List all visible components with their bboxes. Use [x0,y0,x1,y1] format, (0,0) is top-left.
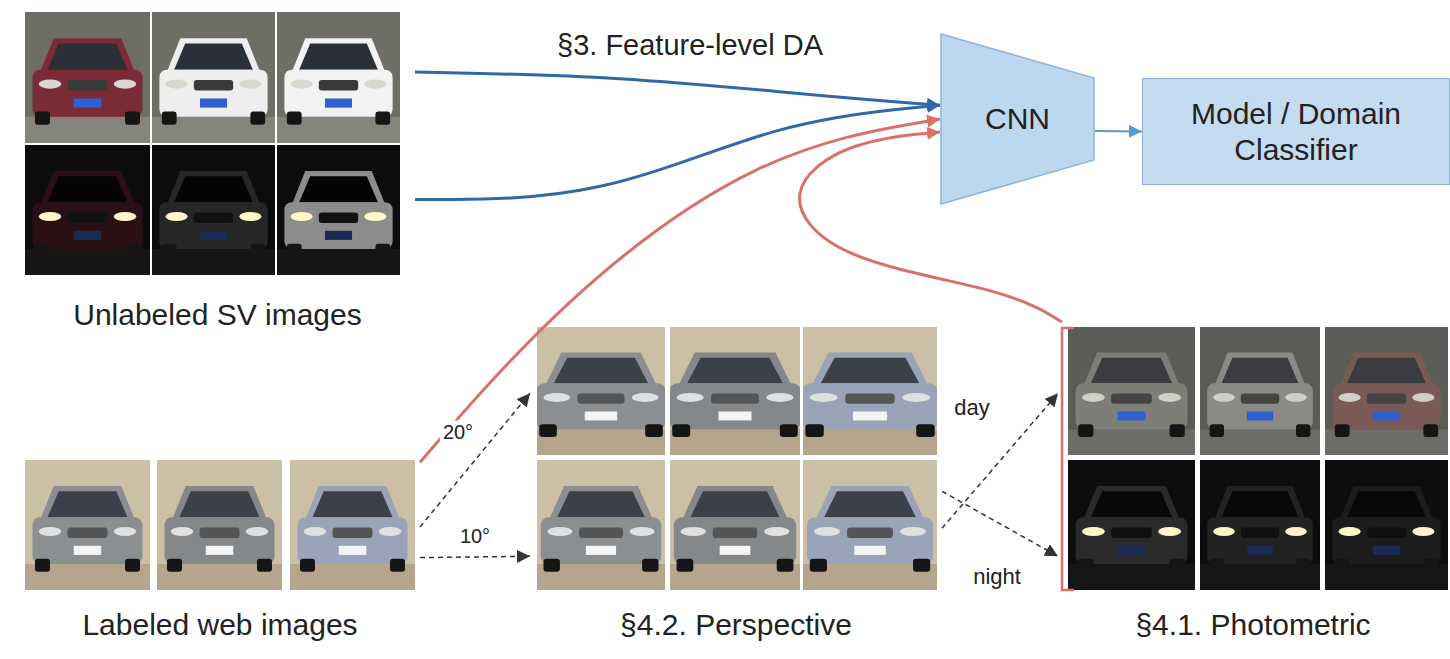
image-caption: Labeled web images [82,608,357,642]
connector-arrow [942,491,1058,556]
section-label: §3. Feature-level DA [554,29,826,62]
car-photo [1068,460,1195,590]
car-photo [25,12,150,143]
connector-arrow [420,393,530,527]
connector-arrow [420,556,530,557]
car-photo [802,327,938,455]
image-caption: §4.2. Perspective [620,608,852,642]
edge-label: 20° [440,421,476,444]
car-photo [537,460,665,590]
car-photo [536,327,666,455]
connector-arrow [1095,130,1142,132]
car-photo [152,145,275,275]
car-photo [290,460,415,590]
connector-arrow [420,119,940,462]
car-photo [1200,460,1320,590]
car-photo [669,327,801,455]
connector-arrow [415,105,940,199]
bracket [1062,328,1074,590]
car-photo [25,460,150,590]
car-photo [152,12,275,143]
connector-arrow [942,393,1058,528]
car-photo [803,460,937,590]
edge-label: night [970,564,1024,590]
node-label: CNN [985,102,1050,136]
car-photo [1325,327,1448,455]
image-caption: Unlabeled SV images [73,298,362,332]
car-photo [1068,327,1195,455]
car-photo [1325,460,1448,590]
image-group: §4.1. Photometric [1058,322,1448,652]
node-label: Model / Domain Classifier [1155,96,1437,168]
cnn-trapezoid: CNN [940,33,1095,205]
car-photo [670,460,800,590]
image-group: §4.2. Perspective [530,322,942,652]
edge-label: 10° [457,525,493,548]
car-photo [157,460,282,590]
image-caption: §4.1. Photometric [1135,608,1370,642]
car-photo [25,145,150,275]
edge-label: day [951,395,992,421]
process-box: Model / Domain Classifier [1142,78,1450,185]
connector-arrow [415,72,940,105]
image-group: Labeled web images [20,455,420,655]
car-photo [1200,327,1320,455]
car-photo [277,12,400,143]
car-photo [277,145,400,275]
image-group: Unlabeled SV images [20,8,415,338]
